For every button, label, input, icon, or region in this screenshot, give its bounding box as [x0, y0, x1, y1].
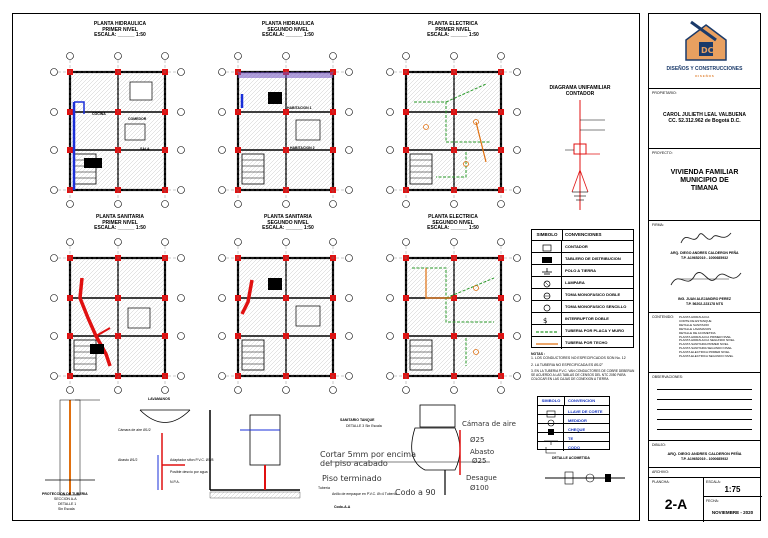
legend-header-symbol: SIMBOLO	[536, 232, 558, 237]
legend-row: $INTERRUPTOR DOBLE	[532, 312, 633, 325]
room-label-comedor: COMEDOR	[128, 117, 147, 121]
propietario-cc: CC. 52.312.962 de Bogotá D.C.	[668, 118, 741, 124]
proyecto-cell: PROYECTO: VIVIENDA FAMILIAR MUNICIPIO DE…	[649, 149, 760, 221]
legend-row: TOMA MONOFASICO SENCILLO	[532, 300, 633, 312]
legend-row: TUBERIA POR TECHO	[532, 336, 633, 349]
drawing-frame	[12, 13, 640, 521]
dibujo-cell: DIBUJO: ARQ. DIEGO ANDRES CALDERON PEÑA …	[649, 441, 760, 468]
contenido-list: PLANTA HIDRAULICA CORTE DE ESTANQUE DETA…	[679, 315, 735, 359]
legend-row: TABLERO DE DISTRIBUCION	[532, 252, 633, 264]
detail-label: Codo-A-A	[334, 505, 351, 509]
logo-cell: DC DISEÑOS Y CONSTRUCCIONES D I S E Ñ O …	[649, 14, 760, 89]
room-label-hab1: HABITACION 1	[287, 106, 312, 110]
notes: NOTAS : 1. LOS CONDUCTORES NO ESPECIFICA…	[531, 352, 635, 381]
acometida-legend: SIMBOLO CONVENCION LLAVE DE CORTE MEDIDO…	[537, 396, 610, 454]
detail-label: Cámara de aire	[462, 420, 516, 428]
detail-label: Cámara de aire Ø1/2	[118, 428, 151, 432]
escala-value: 1:75	[724, 485, 741, 494]
firma-cell: FIRMA: ARQ. DIEGO ANDRES CALDERON PEÑA T…	[649, 221, 760, 313]
legend-row: POLO A TIERRA	[532, 264, 633, 276]
room-label-cocina: COCINA	[92, 112, 106, 116]
observaciones-cell: OBSERVACIONES:	[649, 373, 760, 441]
detail-proteccion	[45, 399, 100, 496]
detail-tanque	[209, 410, 301, 499]
detail-label: DETALLE 3 Sin Escala	[346, 424, 382, 428]
plan-sanitaria-2	[217, 237, 354, 395]
company-name: DISEÑOS Y CONSTRUCCIONES	[666, 66, 743, 72]
svg-text:$: $	[543, 317, 547, 325]
plans-canvas	[45, 51, 625, 499]
proyecto-line1: VIVIENDA FAMILIAR	[670, 169, 739, 176]
legend-row: CONTADOR	[532, 240, 633, 252]
legend-row: TOMA MONOFASICO DOBLE	[532, 288, 633, 300]
detail-label: Desague	[466, 474, 497, 482]
contenido-cell: CONTENIDO: PLANTA HIDRAULICA CORTE DE ES…	[649, 313, 760, 373]
detail-label: SECCION A-A	[54, 497, 77, 501]
detail-label: N.P.A.	[170, 480, 180, 484]
signature-1	[680, 232, 732, 244]
legend-row: LAMPARA	[532, 276, 633, 288]
legend-header-conv: CONVENCIONES	[565, 232, 602, 237]
detail-label: Ø100	[470, 484, 489, 492]
plan-electrica-2	[385, 237, 522, 395]
plancha-block: PLANCHA: 2-A ESCALA: 1:75 FECHA: NOVIEMB…	[649, 478, 762, 522]
detail-label: Sin Escala	[58, 507, 75, 511]
archivo-cell: ARCHIVO:	[649, 468, 760, 478]
detail-label: Abasto	[470, 448, 495, 456]
title-block: DC DISEÑOS Y CONSTRUCCIONES D I S E Ñ O …	[648, 13, 762, 522]
electrical-legend: SIMBOLO CONVENCIONES CONTADOR TABLERO DE…	[531, 229, 634, 349]
acometida-caption: DETALLE ACOMETIDA	[552, 456, 590, 460]
detail-label: PROTECCION DE TUBERIA	[42, 492, 88, 496]
detail-label: Ø25	[472, 457, 487, 465]
plancha-number: 2-A	[664, 496, 688, 512]
plan-sanitaria-1	[49, 237, 186, 395]
svg-text:DC: DC	[701, 46, 714, 55]
detail-label: DETALLE 1	[58, 502, 77, 506]
propietario-name: CAROL JULIETH LEAL VALBUENA	[662, 112, 747, 118]
detail-acometida	[545, 471, 625, 485]
detail-label: Abasto Ø1/2	[118, 458, 138, 462]
proyecto-line3: TIMANA	[690, 185, 719, 192]
detail-label: del piso acabado	[320, 459, 388, 468]
acometida-legend-row: CODO	[538, 441, 609, 454]
detail-label: Tubería	[318, 486, 330, 490]
detail-label: Posible desvío por agua	[170, 470, 208, 474]
signature-2	[670, 272, 742, 286]
legend-row: TUBERIA POR PLACA Y MURO	[532, 324, 633, 336]
detail-sanitario	[330, 404, 490, 495]
fecha-value: NOVIEMBRE - 2020	[711, 510, 754, 515]
detail-lavamanos	[139, 409, 191, 490]
detail-label: Adaptador sifon P.V.C. Ø3/8	[170, 458, 214, 462]
plan-hidraulica-2	[217, 51, 354, 209]
company-sub: D I S E Ñ O S	[695, 74, 714, 78]
single-line-diagram	[565, 100, 605, 210]
proyecto-line2: MUNICIPIO DE	[680, 177, 729, 184]
detail-label: Piso terminado	[322, 474, 382, 483]
room-label-hab2: HABITACION 2	[290, 146, 315, 150]
plan-hidraulica-1	[49, 51, 186, 209]
detail-label: Ø25	[470, 436, 485, 444]
detail-label: Anillo de empaque en P.V.C. Ø=4 Tubería	[332, 492, 397, 496]
detail-label: SANITARIO TANQUE	[340, 418, 375, 422]
company-logo: DC	[685, 20, 727, 61]
detail-label: Codo a 90	[395, 488, 436, 497]
detail-label: LAVAMANOS	[148, 397, 171, 401]
detail-label: Cortar 5mm por encima	[320, 450, 416, 459]
plan-electrica-1	[385, 51, 522, 209]
propietario-cell: PROPIETARIO: CAROL JULIETH LEAL VALBUENA…	[649, 89, 760, 149]
room-label-sala: SALA	[140, 147, 150, 151]
